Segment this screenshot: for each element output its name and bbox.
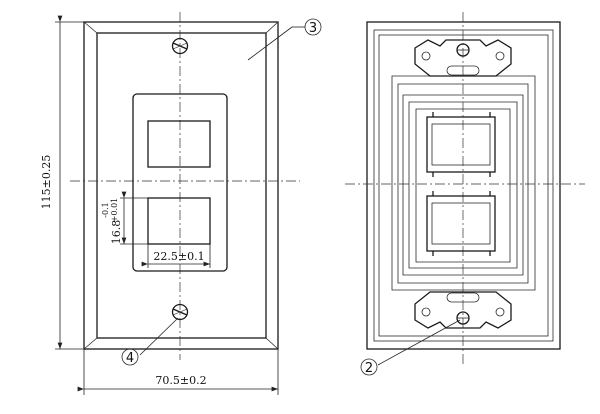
callout-2-label: 2 bbox=[365, 361, 373, 376]
back-plate-outer bbox=[366, 21, 561, 350]
opening-height-tol2: +0.01 bbox=[110, 198, 119, 223]
width-dim-label: 70.5±0.2 bbox=[155, 374, 206, 387]
opening-width-label: 22.5±0.1 bbox=[153, 250, 204, 263]
front-view: 115±0.25 70.5±0.2 22.5±0.1 16.8 -0.1 +0.… bbox=[40, 12, 322, 395]
lower-jack-module bbox=[426, 191, 496, 256]
callout-3-circle bbox=[304, 18, 322, 36]
lower-opening bbox=[147, 197, 211, 245]
top-bracket bbox=[414, 39, 512, 77]
top-screw bbox=[171, 37, 189, 55]
callout-4-circle bbox=[121, 348, 139, 366]
center-frame bbox=[132, 93, 228, 272]
bottom-bracket bbox=[414, 291, 512, 329]
upper-opening bbox=[147, 120, 211, 168]
callout-2-circle bbox=[360, 358, 378, 376]
back-view: 2 bbox=[345, 12, 585, 376]
callout-3-label: 3 bbox=[309, 21, 317, 36]
bottom-screw bbox=[171, 303, 189, 321]
opening-height-label: 16.8 bbox=[110, 220, 123, 245]
opening-height-tol: -0.1 bbox=[101, 202, 110, 217]
upper-jack-module bbox=[426, 112, 496, 177]
callout-4-label: 4 bbox=[126, 351, 134, 366]
height-dim-label: 115±0.25 bbox=[40, 155, 53, 210]
front-plate-bevel bbox=[96, 32, 267, 339]
front-plate-outer bbox=[83, 21, 279, 350]
